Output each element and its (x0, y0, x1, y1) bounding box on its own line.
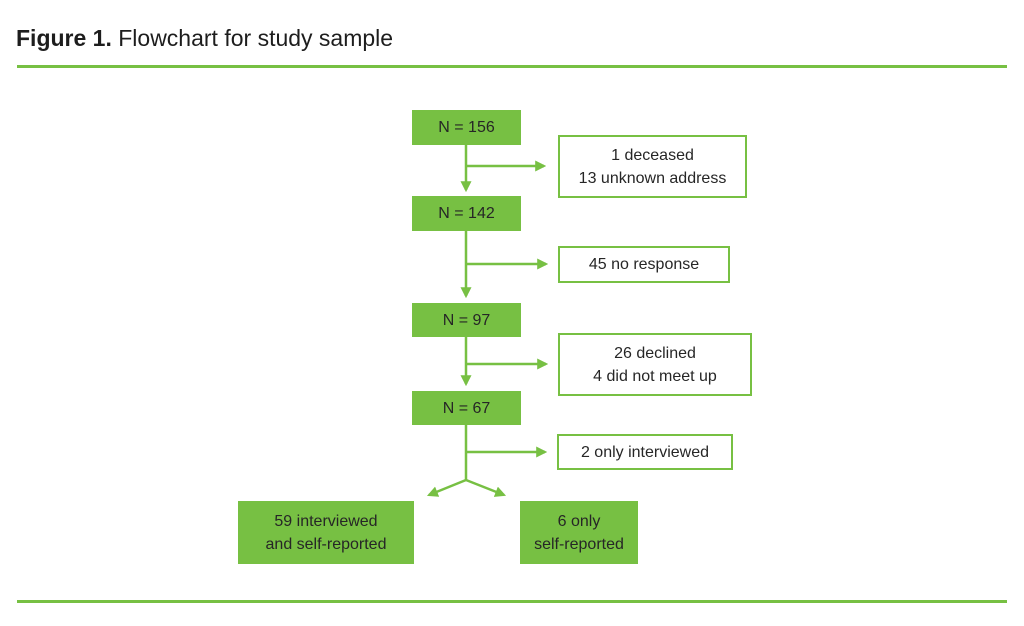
node-n67-label: N = 67 (442, 399, 491, 417)
exclusion-line: 1 deceased (611, 146, 694, 164)
exclusion-box-declined-no-meet: 26 declined 4 did not meet up (558, 333, 752, 396)
exclusion-line: 4 did not meet up (593, 367, 717, 385)
outcome-line: self-reported (534, 535, 624, 553)
exclusion-line: 45 no response (588, 256, 700, 273)
node-n97: N = 97 (412, 303, 521, 337)
node-n156: N = 156 (412, 110, 521, 145)
exclusion-line: 2 only interviewed (580, 443, 710, 461)
arrow-junction-to-only-selfreported (465, 478, 507, 497)
node-n97-label: N = 97 (442, 311, 491, 329)
exclusion-box-no-response: 45 no response (558, 246, 730, 283)
outcome-line: 6 only (557, 512, 601, 530)
bottom-divider-rule (17, 600, 1007, 603)
exclusion-line: 26 declined (614, 344, 696, 362)
outcome-box-interviewed-and-selfreported: 59 interviewed and self-reported (238, 501, 414, 564)
outcome-line: 59 interviewed (274, 512, 378, 530)
figure-caption: Figure 1. Flowchart for study sample (16, 24, 393, 52)
figure-caption-label: Figure 1. (16, 25, 112, 51)
node-n67: N = 67 (412, 391, 521, 425)
node-n142-label: N = 142 (438, 205, 495, 222)
arrow-junction-to-interviewed-selfreported (426, 478, 467, 497)
exclusion-line: 13 unknown address (578, 169, 727, 187)
figure-caption-title: Flowchart for study sample (118, 25, 394, 51)
exclusion-box-deceased-unknown: 1 deceased 13 unknown address (558, 135, 747, 198)
top-divider-rule (17, 65, 1007, 68)
outcome-line: and self-reported (265, 535, 387, 553)
node-n156-label: N = 156 (438, 119, 495, 136)
outcome-box-only-selfreported: 6 only self-reported (520, 501, 638, 564)
node-n142: N = 142 (412, 196, 521, 231)
exclusion-box-only-interviewed: 2 only interviewed (557, 434, 733, 470)
